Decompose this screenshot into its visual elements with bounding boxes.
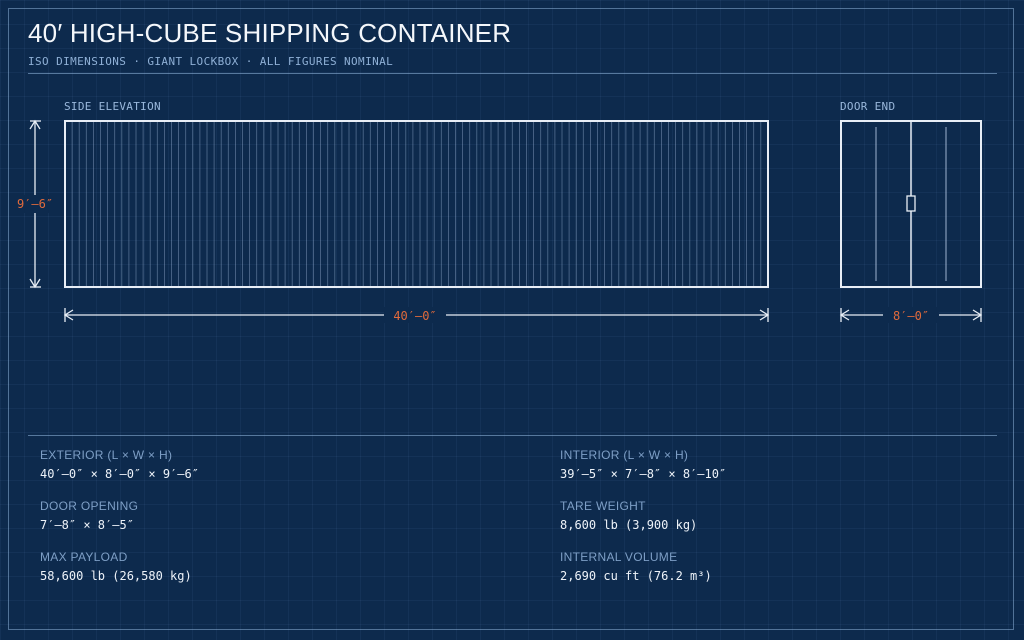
spec-value-door-opening: 7′–8″ × 8′–5″: [40, 518, 134, 532]
door-handle: [906, 195, 916, 212]
side-elevation-outline: [64, 120, 769, 288]
door-end-label: DOOR END: [840, 100, 896, 113]
side-elevation-label: SIDE ELEVATION: [64, 100, 161, 113]
container-drawing: 9′–6″ 40′–0″ 8′–0″: [12, 119, 983, 323]
spec-label-door-opening: DOOR OPENING: [40, 499, 139, 513]
spec-value-interior: 39′–5″ × 7′–8″ × 8′–10″: [560, 467, 727, 481]
spec-value-tare-weight: 8,600 lb (3,900 kg): [560, 518, 698, 532]
corrugation-ribs: [71, 122, 762, 286]
header-divider: [28, 73, 997, 74]
page-title: 40′ HIGH-CUBE SHIPPING CONTAINER: [28, 18, 512, 48]
spec-label-exterior: EXTERIOR (L × W × H): [40, 448, 173, 462]
height-dimension-mask: [12, 195, 60, 213]
spec-label-interior: INTERIOR (L × W × H): [560, 448, 689, 462]
spec-value-internal-volume: 2,690 cu ft (76.2 m³): [560, 569, 712, 583]
length-dimension-mask: [384, 307, 446, 323]
length-dimension-text: 40′–0″: [393, 309, 436, 323]
spec-label-max-payload: MAX PAYLOAD: [40, 550, 128, 564]
specs-divider: [28, 435, 997, 436]
spec-value-exterior: 40′–0″ × 8′–0″ × 9′–6″: [40, 467, 199, 481]
spec-label-tare-weight: TARE WEIGHT: [560, 499, 646, 513]
spec-label-internal-volume: INTERNAL VOLUME: [560, 550, 678, 564]
page-subtitle: ISO DIMENSIONS · GIANT LOCKBOX · ALL FIG…: [28, 55, 394, 68]
height-dimension-text: 9′–6″: [17, 197, 53, 211]
width-dimension-mask: [883, 307, 939, 323]
width-dimension-text: 8′–0″: [893, 309, 929, 323]
drawing-frame: [8, 8, 1014, 630]
spec-value-max-payload: 58,600 lb (26,580 kg): [40, 569, 192, 583]
